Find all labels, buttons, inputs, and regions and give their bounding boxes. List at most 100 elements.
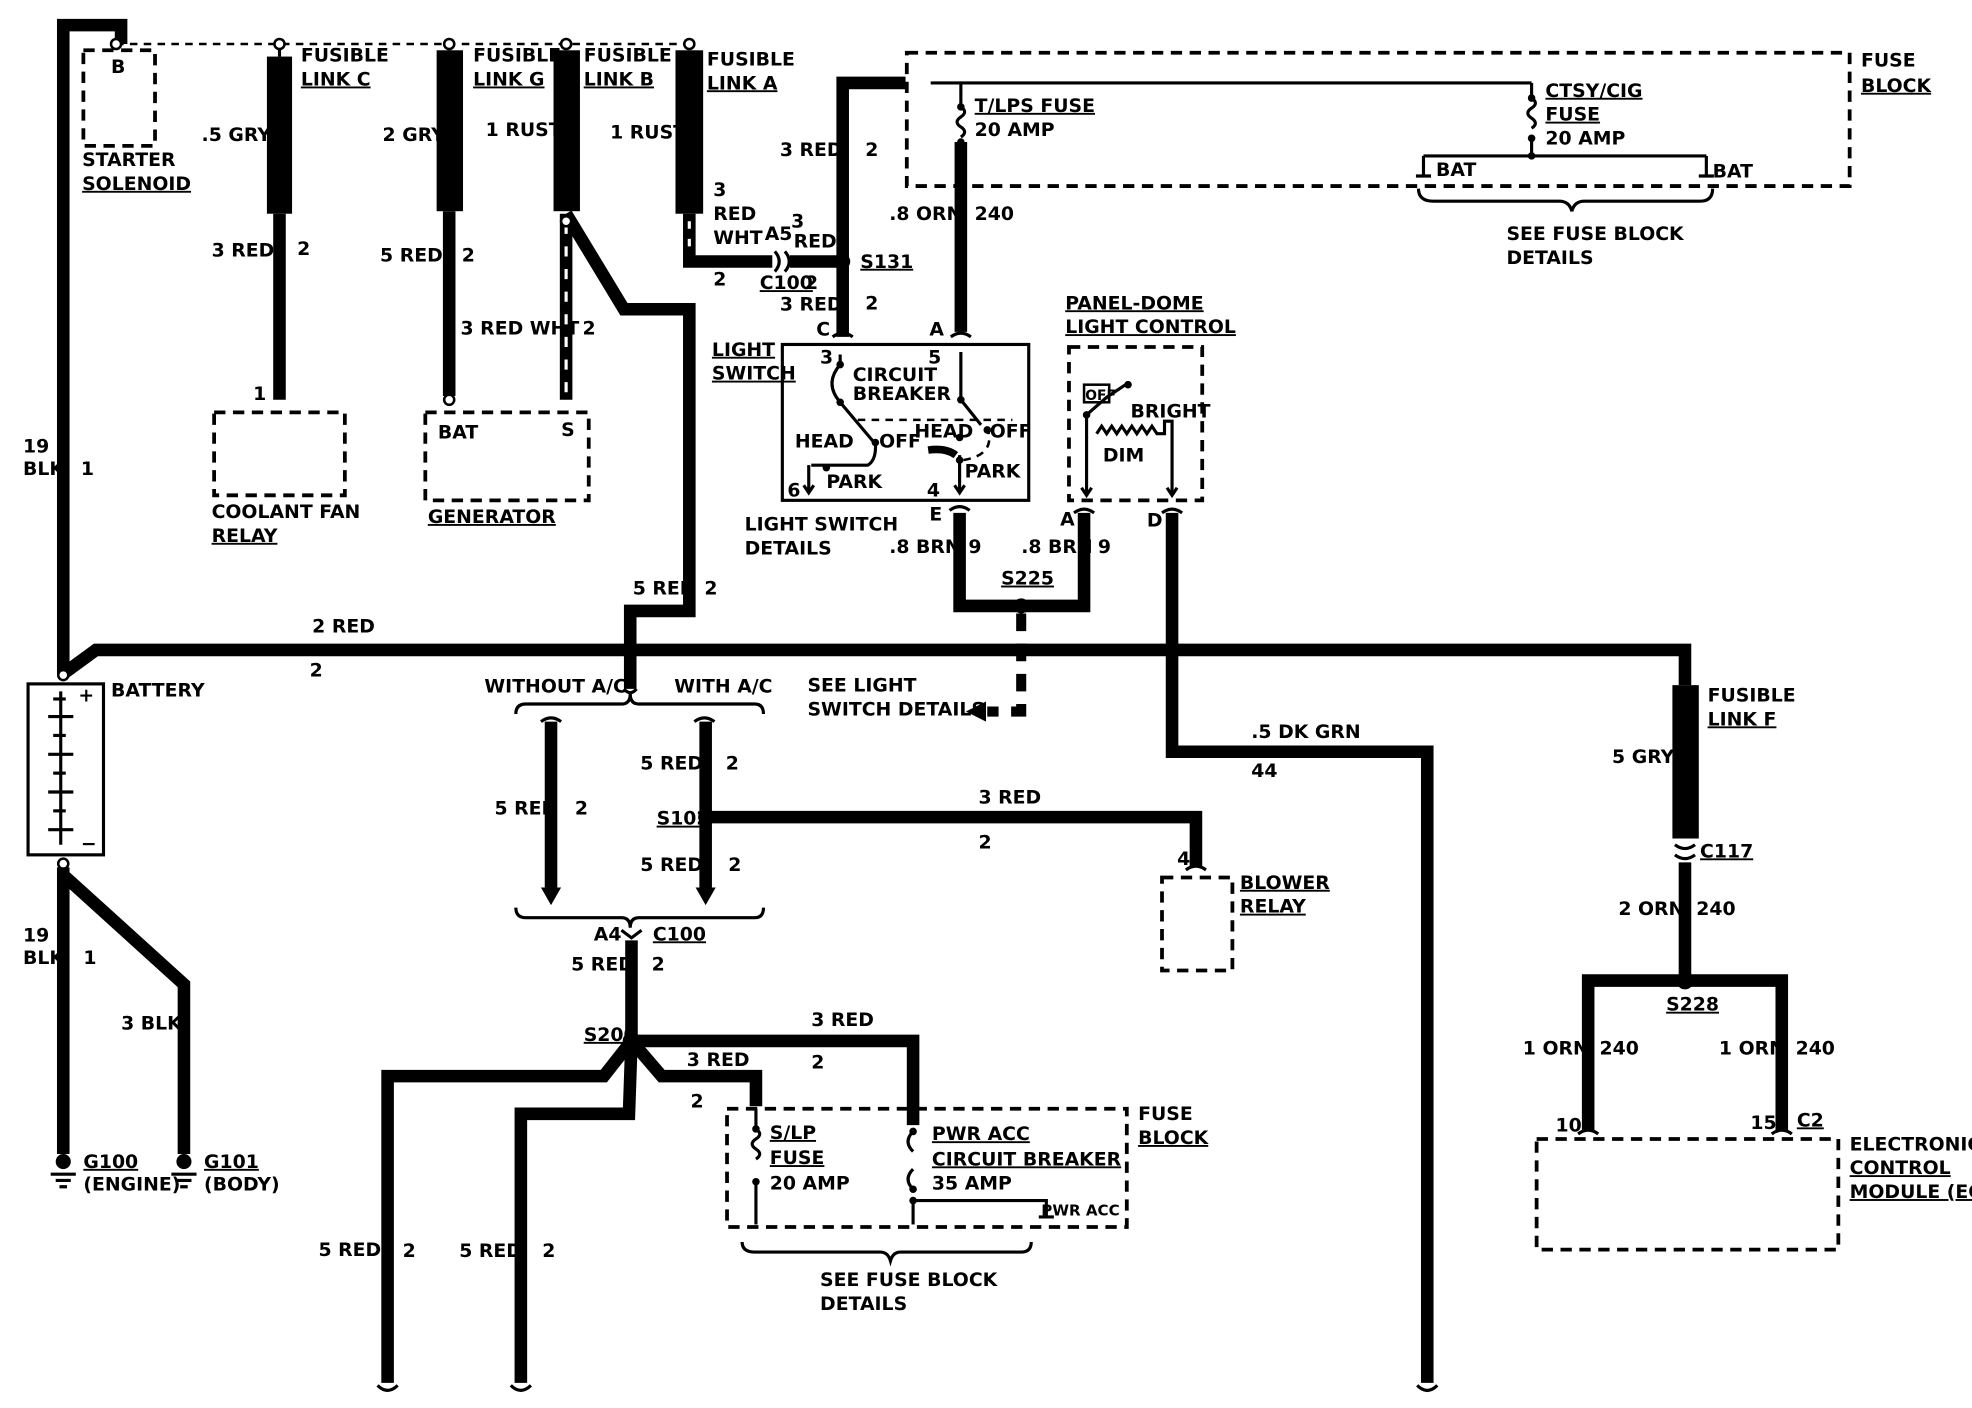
tlps-fuse-symbol	[955, 105, 967, 139]
blower-relay	[1160, 875, 1235, 973]
wire-label: 5 RED	[380, 245, 443, 266]
pwr-acc-breaker-label: PWR ACC	[932, 1124, 1030, 1145]
terminal-label: C	[816, 320, 830, 341]
coolant-fan-relay-label: COOLANT FAN	[212, 502, 361, 523]
fusible-link-c-circuit: FUSIBLE LINK C .5 GRY 3 RED 2 1 COOLANT …	[202, 37, 389, 547]
wire-label: 2	[865, 293, 878, 314]
see-light-switch-label: SEE LIGHT	[807, 675, 916, 696]
panel-dome-label: PANEL-DOME	[1065, 293, 1203, 314]
wire-label: 1 RUST	[486, 120, 562, 141]
wire-label: 5 RED	[318, 1240, 381, 1261]
fuse-block-label-2: BLOCK	[1138, 1128, 1210, 1149]
wire-label: 2	[978, 833, 991, 854]
rheostat-symbol	[1095, 419, 1174, 496]
slp-fuse-label-2: FUSE	[770, 1148, 825, 1169]
pin-label: 6	[787, 481, 800, 502]
wire-label: 1 ORN	[1523, 1039, 1589, 1060]
tlps-fuse-rating: 20 AMP	[975, 120, 1055, 141]
wire-label: 2	[691, 1092, 704, 1113]
connector-label: A4	[594, 924, 622, 945]
fusible-link-a	[675, 50, 704, 214]
wire-label: 1	[81, 459, 94, 480]
wire-label: 240	[1796, 1039, 1835, 1060]
fl-g-label-1: FUSIBLE	[473, 46, 561, 67]
wire-label: 9	[968, 537, 981, 558]
park-position-label: PARK	[965, 462, 1022, 483]
connector-label: C117	[1700, 841, 1753, 862]
wire-label: .8 BRN	[889, 537, 960, 558]
pin-label: 15	[1750, 1113, 1776, 1134]
pin-label: 4	[927, 481, 940, 502]
connector-label: A5	[765, 224, 793, 245]
wire-label: 3 RED	[212, 240, 275, 261]
wire-label: 1 ORN	[1719, 1039, 1785, 1060]
generator-s-terminal: S	[561, 420, 575, 441]
wire-label: 3 RED	[978, 787, 1041, 808]
bat-terminal-right: BAT	[1713, 161, 1753, 182]
fusible-link-c	[266, 56, 293, 214]
wire-label: 2 GRY	[383, 125, 446, 146]
blower-relay-label: BLOWER	[1240, 873, 1330, 894]
coolant-fan-relay-label-2: RELAY	[212, 526, 278, 547]
wire-label: 2	[652, 955, 665, 976]
wire-label: 5 RED	[640, 855, 703, 876]
wire-label: 1 RUST	[610, 122, 686, 143]
fuse-block-bottom: FUSE BLOCK S/LP FUSE 20 AMP PWR ACC CIRC…	[725, 1104, 1210, 1315]
fl-f-label-1: FUSIBLE	[1708, 685, 1796, 706]
panel-dome-label-2: LIGHT CONTROL	[1065, 317, 1236, 338]
fl-f-label-2: LINK F	[1708, 709, 1777, 730]
light-switch-label-2: SWITCH	[712, 364, 796, 385]
wire-label: 3 RED	[811, 1010, 874, 1031]
splice-label: S200	[584, 1025, 637, 1046]
fuse-block-top: FUSE BLOCK T/LPS FUSE 20 AMP CTSY/CIG FU…	[889, 51, 1933, 332]
ctsy-fuse-symbol	[1526, 96, 1537, 130]
pin-label: 3	[820, 347, 833, 368]
tlps-fuse-label: T/LPS FUSE	[975, 96, 1095, 117]
wire-label: WHT	[713, 228, 763, 249]
wire-label: 5 RED	[459, 1241, 522, 1262]
fl-b-label-1: FUSIBLE	[584, 46, 672, 67]
light-switch: C A LIGHT SWITCH 3 5 CIRCUIT BREAKER HEA…	[712, 320, 1032, 613]
wire-label: 44	[1251, 761, 1277, 782]
solenoid-label: SOLENOID	[82, 174, 191, 195]
wire-label: 3 RED	[687, 1050, 750, 1071]
wire-label: .8 BRN	[1021, 537, 1092, 558]
slp-fuse-symbol	[750, 1127, 762, 1161]
head-position-label: HEAD	[795, 432, 854, 453]
wire-label: 5 GRY	[1612, 747, 1675, 768]
ground-g101	[176, 1154, 192, 1170]
wire-label: 5 RED	[494, 799, 557, 820]
ground-location-label: (ENGINE)	[83, 1175, 180, 1196]
starter-label: STARTER	[82, 150, 176, 171]
with-ac-label: WITH A/C	[674, 677, 772, 698]
wire-label: RED	[794, 232, 837, 253]
splice-label: S225	[1001, 569, 1054, 590]
generator-bat-terminal: BAT	[438, 423, 478, 444]
wire-label: .8 ORN	[889, 204, 962, 225]
wire-label: 2 RED	[312, 616, 375, 637]
wire-label: RED	[713, 204, 756, 225]
fusible-link-f	[1672, 685, 1699, 839]
battery: BATTERY + − 19 BLK 1 3 BLK G100 (ENGINE)…	[23, 680, 280, 1195]
splice-label: S102	[657, 809, 710, 830]
splice-label: S131	[860, 252, 913, 273]
wire-label: 3 RED WHT	[461, 318, 580, 339]
wire-label: 240	[1696, 899, 1735, 920]
head-position-label: HEAD	[914, 421, 973, 442]
fusible-link-a-circuit: FUSIBLE LINK A 1 RUST 3 RED WHT 2 A5 3 R…	[610, 37, 843, 294]
slp-fuse-label: S/LP	[770, 1123, 816, 1144]
pin-label: 4	[1177, 849, 1190, 870]
wire-label: 2	[542, 1241, 555, 1262]
splice-label: S228	[1666, 995, 1719, 1016]
fl-a-label-1: FUSIBLE	[707, 49, 795, 70]
wire-label: 2	[582, 318, 595, 339]
terminal-label: A	[1060, 509, 1075, 530]
wire-label: 3	[791, 212, 804, 233]
coolant-fan-relay	[212, 410, 347, 498]
fusible-link-b-circuit: FUSIBLE LINK B 1 RUST 2 BAT S GENERATOR …	[423, 37, 718, 689]
ctsy-fuse-label-2: FUSE	[1545, 105, 1600, 126]
wire-label: 2	[297, 239, 310, 260]
light-switch-label: LIGHT	[712, 340, 775, 361]
fuse-block-label: FUSE	[1861, 51, 1916, 72]
